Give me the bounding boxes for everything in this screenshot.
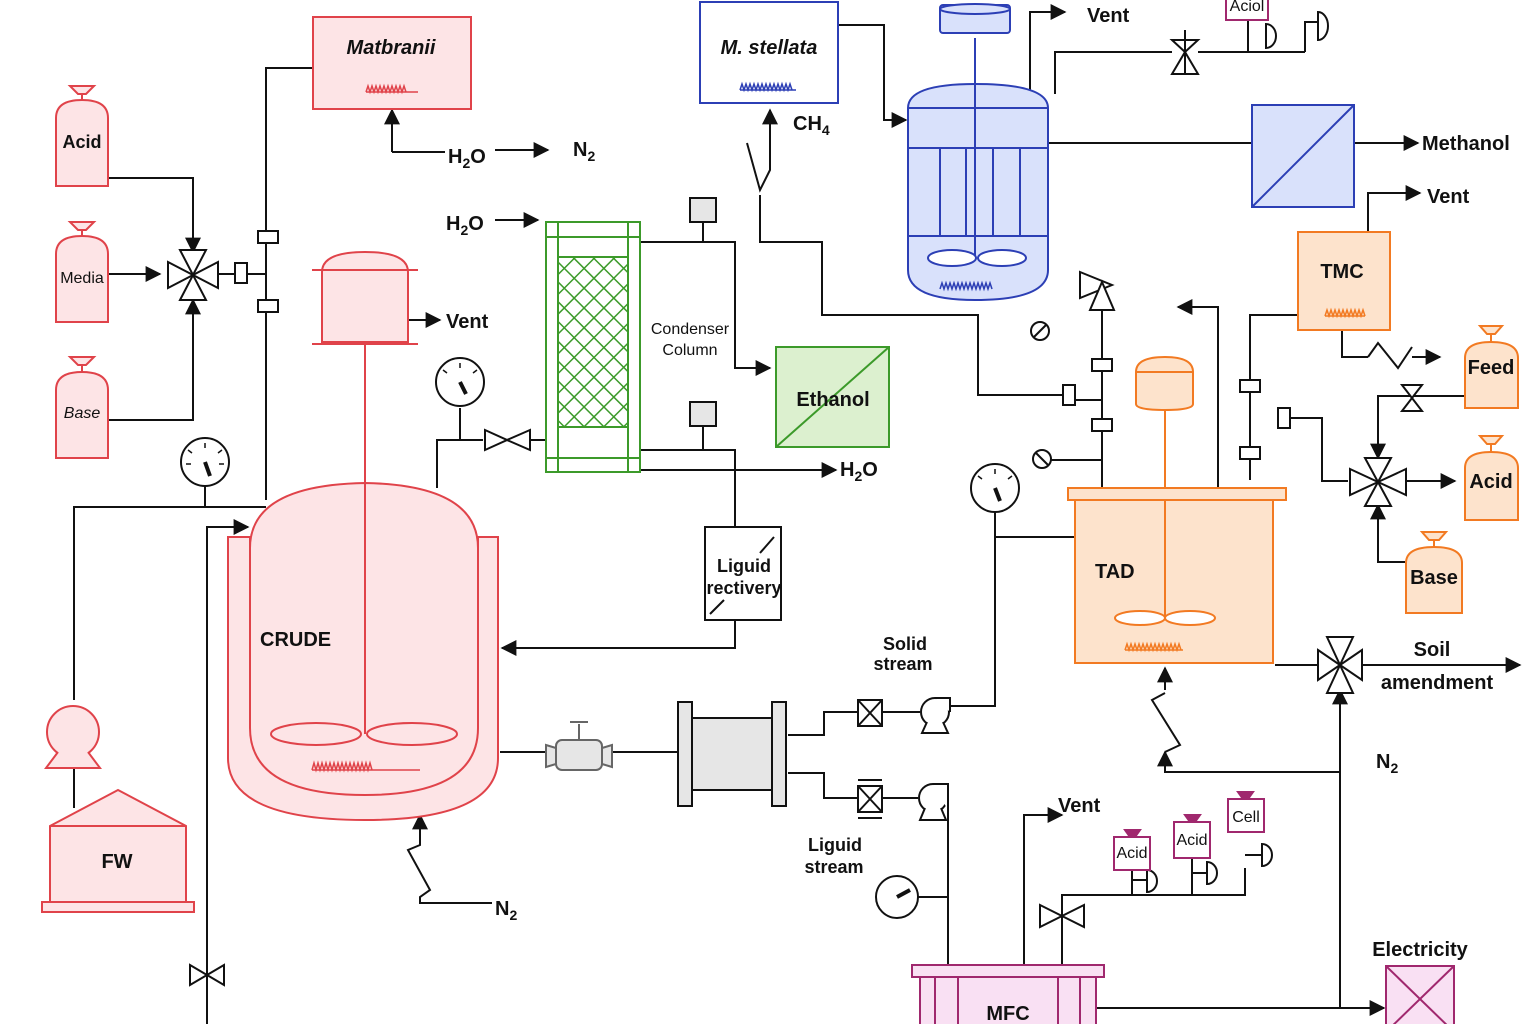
vent-mfc-label: Vent (1058, 795, 1101, 817)
mfc-acid-b-label: Acid (1176, 832, 1207, 849)
acid-tank-left[interactable] (55, 85, 109, 187)
liquid-recovery-unit[interactable] (704, 526, 782, 621)
crude-vent-label: Vent (446, 311, 489, 333)
solid-stream-label-1: Solid (883, 634, 927, 654)
n2-right-label: N2 (1376, 751, 1398, 776)
pressure-gauge-crude (435, 357, 485, 407)
liquid-stream-label-2: stream (804, 857, 863, 877)
vent-tmc-label: Vent (1427, 186, 1470, 208)
aciol-label: Aciol (1230, 0, 1265, 15)
pressure-gauge-liquid (875, 875, 919, 919)
matbranii-bioreactor[interactable] (312, 16, 472, 110)
fw-tank[interactable] (41, 788, 195, 913)
m-stellata-bioreactor[interactable] (699, 1, 839, 104)
ch4-label: CH4 (793, 113, 830, 138)
feed-label: Feed (1468, 357, 1515, 379)
mfc-label: MFC (986, 1003, 1029, 1024)
solid-stream-label-2: stream (873, 654, 932, 674)
mfc-cell-tank[interactable] (1227, 791, 1265, 833)
pipe-lines (73, 4, 1522, 1024)
n2-matbranii-label: N2 (573, 139, 595, 164)
gate-valve-condenser[interactable] (484, 428, 531, 452)
inline-connectors (234, 230, 1291, 460)
acid-tank-right[interactable] (1464, 435, 1519, 521)
mfc-cell-label: Cell (1232, 809, 1260, 826)
mfc-acid-a-label: Acid (1116, 845, 1147, 862)
solid-stream-valve[interactable] (857, 699, 883, 727)
soil-label-2: amendment (1381, 672, 1494, 694)
gate-valve-bottom-left[interactable] (189, 963, 225, 987)
liquid-stream-valve[interactable] (857, 779, 883, 819)
condenser-label-2: Column (662, 342, 717, 359)
ethanol-label: Ethanol (796, 389, 869, 411)
base-tank-left[interactable] (55, 356, 109, 459)
fw-label: FW (101, 851, 132, 873)
tad-reactor[interactable] (1067, 355, 1287, 664)
methanol-label: Methanol (1422, 133, 1510, 155)
mfc-acid-b-tank[interactable] (1173, 814, 1211, 859)
crude-top-vessel[interactable] (312, 250, 418, 345)
electricity-output[interactable] (1385, 965, 1455, 1029)
acid-tank-left-label: Acid (62, 132, 101, 152)
feed-pump[interactable] (44, 705, 102, 769)
media-tank-label: Media (60, 270, 104, 287)
aciol-tank[interactable] (1225, 0, 1269, 21)
liquid-stream-label-1: Liguid (808, 835, 862, 855)
actuator-symbols (1132, 10, 1329, 894)
methanol-membrane[interactable] (1251, 104, 1355, 208)
vent-top-label: Vent (1087, 5, 1130, 27)
h2o-condenser-out-label: H2O (840, 459, 878, 484)
m-stellata-label: M. stellata (721, 37, 818, 59)
pressure-gauge-tad (970, 463, 1020, 513)
condenser-column[interactable] (545, 221, 641, 473)
small-gauge-1 (1030, 321, 1050, 341)
matbranii-label: Matbranii (347, 37, 436, 59)
liquid-recovery-label-1: Liguid (717, 556, 771, 576)
gate-valve-vent[interactable] (1169, 30, 1201, 75)
feed-tank[interactable] (1464, 325, 1519, 409)
soil-label-1: Soil (1414, 639, 1451, 661)
mfc-unit[interactable] (911, 964, 1105, 1029)
n2-crude-label: N2 (495, 898, 517, 923)
four-way-valve-right[interactable] (1349, 457, 1407, 507)
gate-valve-mfc[interactable] (1039, 903, 1085, 929)
methanol-reactor[interactable] (907, 3, 1049, 302)
h2o-condenser-in-label: H2O (446, 213, 484, 238)
condenser-label-1: Condenser (651, 321, 730, 338)
crude-outlet-valve[interactable] (545, 721, 613, 771)
crude-label: CRUDE (260, 629, 331, 651)
media-tank[interactable] (55, 221, 109, 323)
mfc-acid-a-tank[interactable] (1113, 829, 1151, 871)
four-way-valve-left[interactable] (167, 249, 219, 301)
pressure-gauge-left (180, 437, 230, 487)
check-valve-reactor[interactable] (1079, 270, 1116, 311)
acid-right-label: Acid (1469, 471, 1512, 493)
solid-liquid-separator[interactable] (677, 701, 787, 807)
soil-valve[interactable] (1317, 636, 1363, 694)
crude-reactor[interactable] (227, 481, 499, 822)
liquid-recovery-label-2: rectivery (706, 578, 781, 598)
tmc-unit[interactable] (1297, 231, 1391, 331)
electricity-label: Electricity (1372, 939, 1468, 961)
condenser-sensors (689, 197, 717, 427)
tmc-label: TMC (1320, 261, 1363, 283)
liquid-stream-pump[interactable] (918, 783, 949, 821)
base-tank-left-label: Base (64, 405, 101, 422)
ethanol-output[interactable] (775, 346, 890, 448)
feed-valve[interactable] (1399, 384, 1425, 412)
solid-stream-pump[interactable] (920, 697, 951, 734)
base-right-label: Base (1410, 567, 1458, 589)
h2o-matbranii-label: H2O (448, 146, 486, 171)
tad-label: TAD (1095, 561, 1135, 583)
base-tank-right[interactable] (1405, 531, 1463, 614)
small-gauge-2 (1032, 449, 1052, 469)
